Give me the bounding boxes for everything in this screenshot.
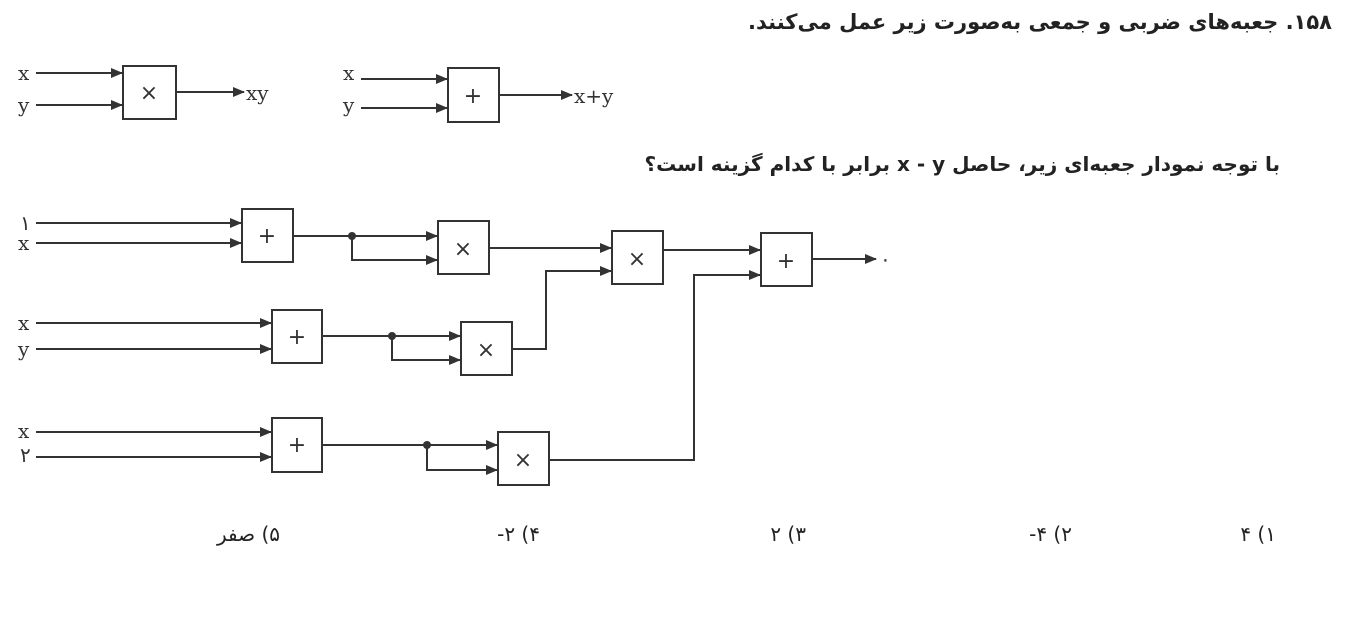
row1-inputs: ۱ x xyxy=(18,211,242,255)
mid-mult-op: × xyxy=(628,247,646,272)
option-4[interactable]: ۴) ۲- xyxy=(497,522,540,546)
row2-add-box xyxy=(271,309,323,364)
row1-in2: x xyxy=(18,231,30,255)
legend-add-in1: x xyxy=(343,61,355,85)
legend-mult-op: × xyxy=(140,81,158,106)
row1-add-op: + xyxy=(258,224,276,249)
row3-add-box xyxy=(271,417,323,473)
row3-mult-op: × xyxy=(514,448,532,473)
legend-add-op: + xyxy=(464,84,482,109)
final-add-box xyxy=(760,232,813,287)
final-output: ۰ xyxy=(880,247,891,271)
question-title: ۱۵۸. جعبه‌های ضربی و جمعی به‌صورت زیر عم… xyxy=(748,10,1332,34)
option-2[interactable]: ۲) ۴- xyxy=(1029,522,1072,546)
row1-in1: ۱ xyxy=(20,211,31,235)
row1-mult-op: × xyxy=(454,237,472,262)
row2-mult-op: × xyxy=(477,338,495,363)
legend-mult-in2: y xyxy=(17,93,30,117)
row1-mult-box xyxy=(437,220,490,275)
option-1[interactable]: ۱) ۴ xyxy=(1240,522,1276,546)
row2-in1: x xyxy=(18,311,30,335)
row2-inputs: x y xyxy=(17,311,272,361)
row1-add-box xyxy=(241,208,294,263)
option-3[interactable]: ۳) ۲ xyxy=(770,522,806,546)
legend-mult-out: xy xyxy=(246,81,269,105)
legend-add-out: x+y xyxy=(574,84,614,108)
legend-add: x y + x+y xyxy=(342,61,614,123)
row3-inputs: x ۲ xyxy=(18,419,272,467)
legend-mult-box xyxy=(122,65,177,120)
row3-add-op: + xyxy=(288,433,306,458)
legend-mult: x y × xy xyxy=(17,61,269,120)
row3-in1: x xyxy=(18,419,30,443)
legend-mult-in1: x xyxy=(18,61,30,85)
row2-in2: y xyxy=(17,337,30,361)
row3-in2: ۲ xyxy=(20,443,31,467)
row2-mult-box xyxy=(460,321,513,376)
question-text: با توجه نمودار جعبه‌ای زیر، حاصل x - y ب… xyxy=(644,152,1280,176)
row2-add-op: + xyxy=(288,325,306,350)
legend-add-box xyxy=(447,67,500,123)
final-add-op: + xyxy=(777,249,795,274)
option-5[interactable]: ۵) صفر xyxy=(216,522,280,546)
row3-mult-box xyxy=(497,431,550,486)
legend-add-in2: y xyxy=(342,93,355,117)
mid-mult-box xyxy=(611,230,664,285)
